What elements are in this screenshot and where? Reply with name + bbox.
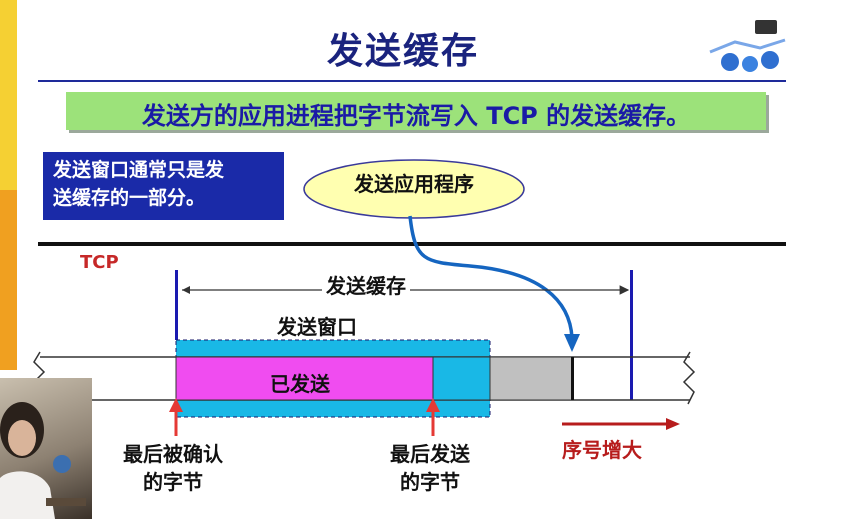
seq-increase-label: 序号增大 [562,438,642,462]
last-sent-byte-label: 最后发送 的字节 [390,442,470,494]
presenter-silhouette [0,402,86,519]
window-unsent-segment [432,356,491,401]
seq-arrow-head [666,418,680,430]
logo-graphic [709,20,786,72]
banner-text: 发送方的应用进程把字节流写入 TCP 的发送缓存。 [141,102,691,130]
sent-label: 已发送 [270,372,330,396]
banner: 发送方的应用进程把字节流写入 TCP 的发送缓存。 [66,92,766,130]
buffer-left-bound [175,270,178,340]
note-box: 发送窗口通常只是发 送缓存的一部分。 [43,152,284,220]
write-position-mark [571,357,574,400]
buffer-right-bound [630,270,633,400]
window-label: 发送窗口 [277,315,357,339]
title-divider [38,80,786,82]
app-ellipse [303,159,525,219]
buffered-segment [489,356,573,401]
buffer-dimension-left-head [182,286,190,294]
buffer-label: 发送缓存 [322,270,410,299]
write-arrow-head [564,334,580,352]
last-ack-arrow-head [169,398,183,412]
watermark-logo: bilibili [798,24,856,48]
tcp-separator [38,242,786,246]
stream-right-break [682,351,696,405]
slide-title: 发送缓存 [326,31,479,72]
last-acked-byte-label: 最后被确认 的字节 [123,442,223,494]
side-stripe-yellow [0,0,17,190]
write-arrow [408,215,574,339]
app-label: 发送应用程序 [354,172,474,196]
last-sent-arrow-head [426,398,440,412]
tcp-label: TCP [80,252,119,273]
side-stripe-orange [0,190,17,370]
webcam-overlay [0,378,92,519]
